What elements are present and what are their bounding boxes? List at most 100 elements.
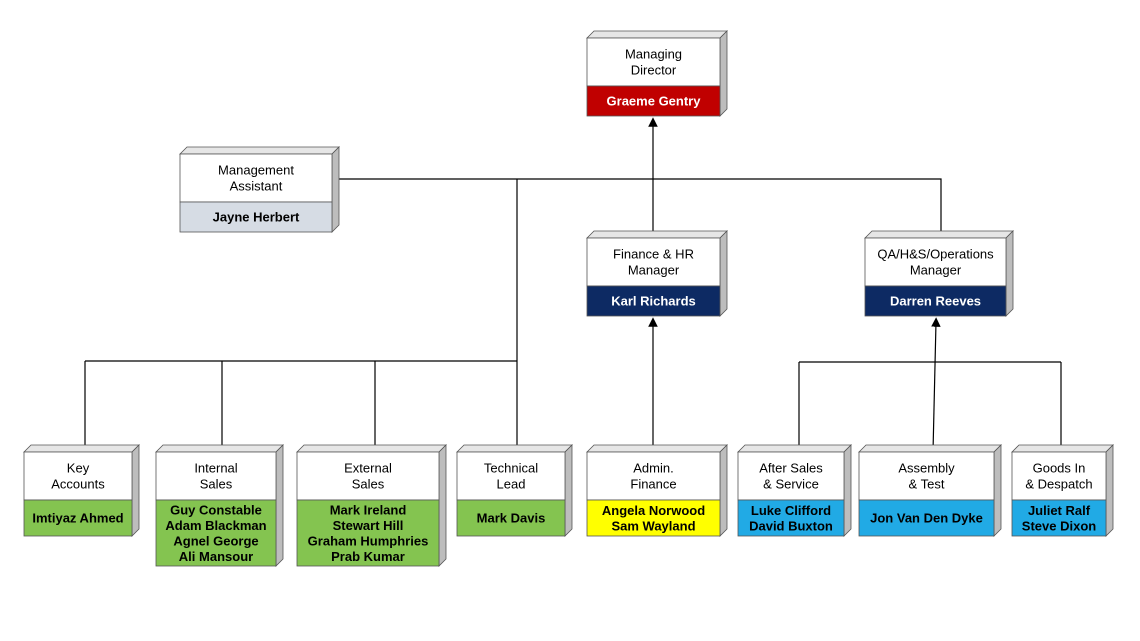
box-title-line: Goods In — [1033, 461, 1086, 476]
box-title-face — [737, 451, 845, 501]
box-depth-side — [438, 444, 447, 567]
line-assembly-to-ops — [931, 317, 941, 453]
box-name-face — [296, 499, 440, 567]
box-name-face — [179, 201, 333, 233]
box-person-name: Agnel George — [173, 533, 258, 548]
box-title-line: Internal — [194, 461, 237, 476]
box-name-face — [456, 499, 566, 537]
box-title-face — [179, 153, 333, 203]
box-title-face — [586, 451, 721, 501]
box-depth-side — [275, 444, 284, 567]
box-title-line: Assistant — [230, 179, 283, 194]
box-person-name: Luke Clifford — [751, 503, 831, 518]
box-title-line: Lead — [497, 477, 526, 492]
box-title-line: Manager — [628, 263, 680, 278]
box-name-face — [155, 499, 277, 567]
box-title-face — [864, 237, 1007, 287]
box-person-name: Graeme Gentry — [607, 94, 702, 109]
box-person-name: Mark Ireland — [330, 502, 407, 517]
box-depth-top — [737, 444, 852, 453]
box-depth-top — [586, 444, 728, 453]
box-title-line: After Sales — [759, 461, 823, 476]
box-depth-top — [1011, 444, 1114, 453]
box-person-name: Jayne Herbert — [213, 210, 300, 225]
box-depth-top — [864, 230, 1014, 239]
box-person-name: Guy Constable — [170, 502, 262, 517]
box-depth-side — [843, 444, 852, 537]
box-title-line: & Service — [763, 477, 819, 492]
box-person-name: Darren Reeves — [890, 294, 981, 309]
box-name-face — [23, 499, 133, 537]
box-person-name: Graham Humphries — [308, 533, 429, 548]
box-depth-side — [719, 444, 728, 537]
box-name-face — [586, 85, 721, 117]
box-title-line: Accounts — [51, 477, 105, 492]
box-depth-side — [1105, 444, 1114, 537]
box-title-line: & Test — [909, 477, 945, 492]
box-name-face — [858, 499, 995, 537]
box-person-name: Sam Wayland — [611, 518, 695, 533]
box-depth-top — [456, 444, 573, 453]
box-person-name: Mark Davis — [477, 511, 546, 526]
box-title-line: QA/H&S/Operations — [877, 247, 994, 262]
box-person-name: David Buxton — [749, 518, 833, 533]
box-title-line: Director — [631, 63, 677, 78]
box-person-name: Steve Dixon — [1022, 518, 1096, 533]
box-depth-top — [179, 146, 340, 155]
box-name-face — [864, 285, 1007, 317]
box-depth-side — [331, 146, 340, 233]
box-depth-side — [1005, 230, 1014, 317]
line-md-horizontal — [332, 178, 942, 238]
box-person-name: Stewart Hill — [333, 518, 404, 533]
box-title-line: Finance — [630, 477, 676, 492]
box-name-face — [737, 499, 845, 537]
box-title-line: Technical — [484, 461, 538, 476]
box-depth-top — [296, 444, 447, 453]
box-depth-side — [564, 444, 573, 537]
box-title-face — [155, 451, 277, 501]
box-depth-top — [586, 30, 728, 39]
box-title-line: Sales — [352, 477, 385, 492]
box-person-name: Prab Kumar — [331, 549, 405, 564]
box-name-face — [586, 499, 721, 537]
box-title-line: Managing — [625, 47, 682, 62]
box-person-name: Ali Mansour — [179, 549, 253, 564]
box-person-name: Imtiyaz Ahmed — [32, 511, 123, 526]
box-title-face — [23, 451, 133, 501]
box-title-line: Manager — [910, 263, 962, 278]
box-depth-top — [586, 230, 728, 239]
box-title-line: Management — [218, 163, 294, 178]
box-title-line: Finance & HR — [613, 247, 694, 262]
box-title-line: Key — [67, 461, 90, 476]
box-name-face — [586, 285, 721, 317]
box-depth-side — [719, 230, 728, 317]
box-title-line: Admin. — [633, 461, 673, 476]
box-title-face — [586, 37, 721, 87]
box-person-name: Juliet Ralf — [1028, 503, 1091, 518]
box-title-line: Assembly — [898, 461, 955, 476]
box-person-name: Jon Van Den Dyke — [870, 511, 983, 526]
connector-lines — [84, 117, 1062, 453]
box-person-name: Karl Richards — [611, 294, 696, 309]
box-title-face — [1011, 451, 1107, 501]
box-title-line: External — [344, 461, 392, 476]
box-depth-top — [155, 444, 284, 453]
box-name-face — [1011, 499, 1107, 537]
box-depth-top — [858, 444, 1002, 453]
box-depth-side — [131, 444, 140, 537]
box-depth-side — [719, 30, 728, 117]
box-person-name: Angela Norwood — [602, 503, 705, 518]
